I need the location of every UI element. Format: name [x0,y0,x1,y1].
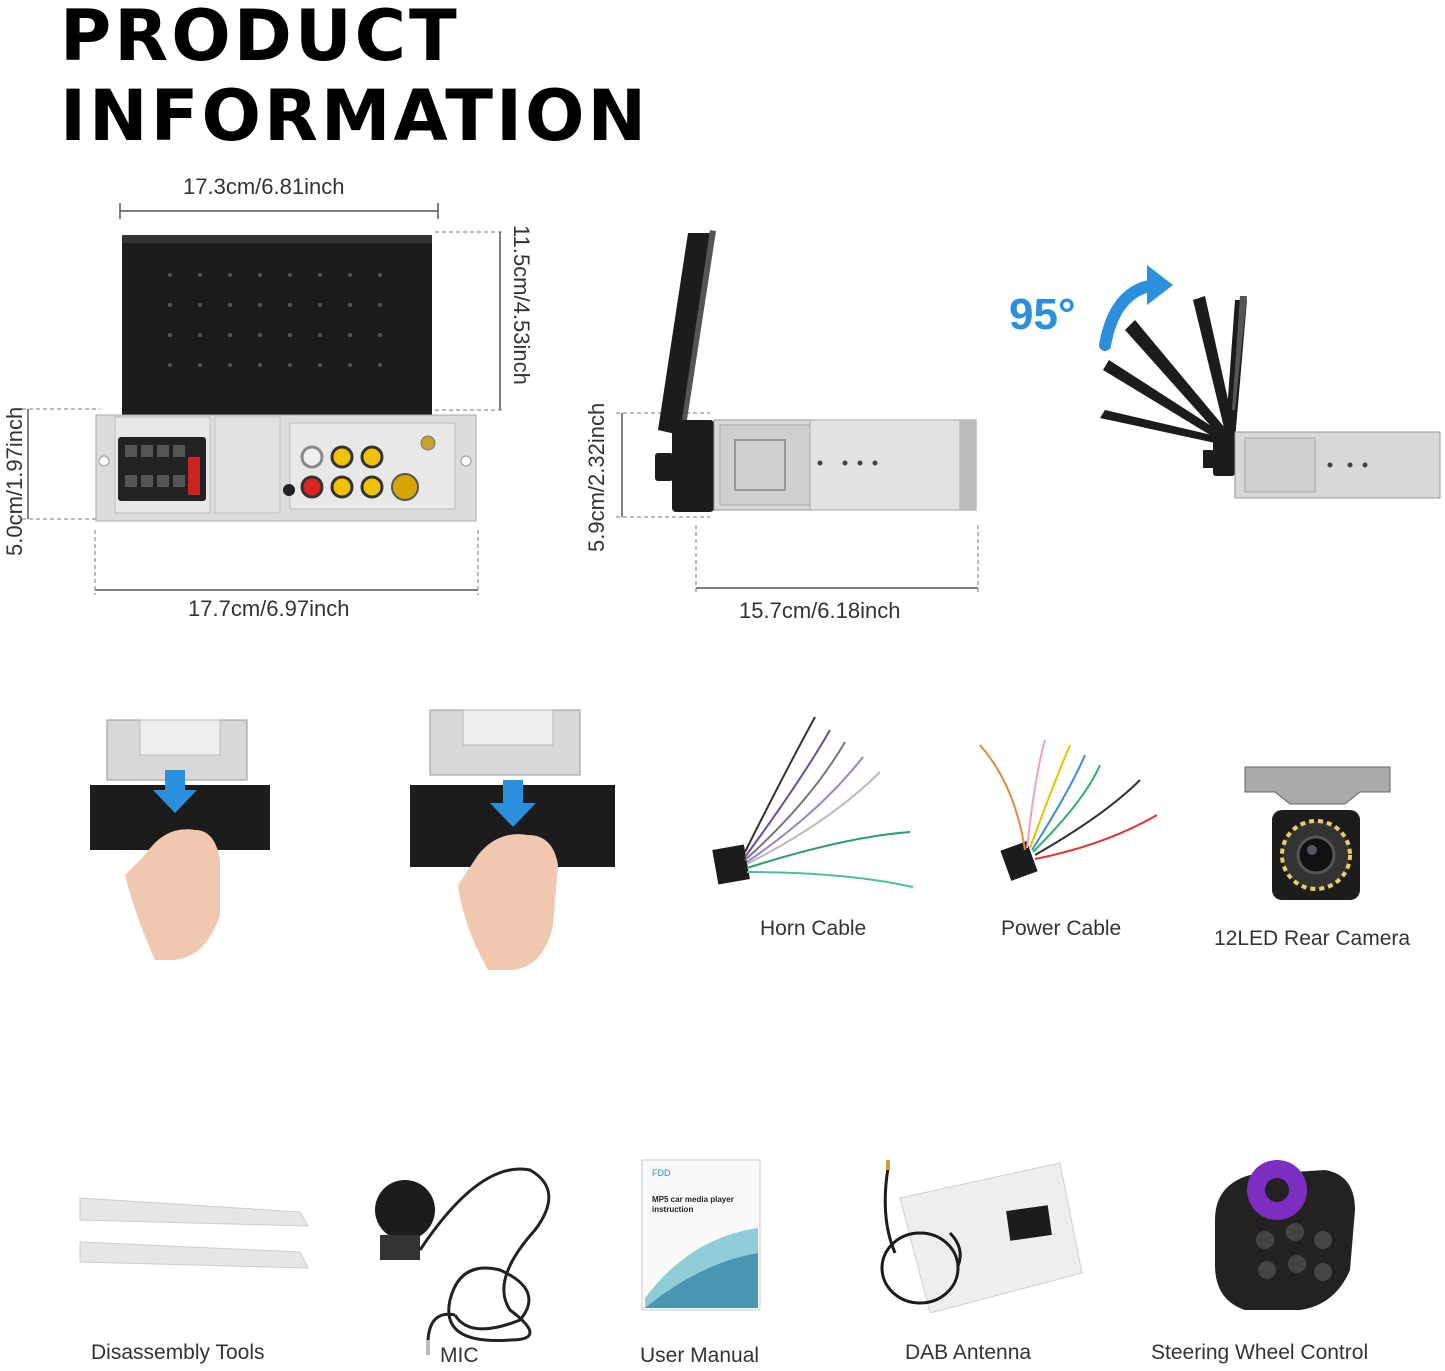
manual-brand: FDD [652,1168,671,1178]
manual-heading-line-2: instruction [652,1205,693,1214]
accessory-label-power-cable: Power Cable [1001,917,1122,940]
title-line-1: PRODUCT [60,0,460,77]
accessory-label-mic: MIC [440,1344,479,1367]
accessory-label-dab-antenna: DAB Antenna [905,1341,1032,1364]
disassembly-tools-icon [79,1197,309,1269]
front-view-illustration [22,203,505,595]
title-line-2: INFORMATION [60,75,650,157]
side-view-illustration [616,230,979,595]
rotation-illustration [1099,265,1441,499]
accessory-label-steering-wheel-control: Steering Wheel Control [1151,1341,1369,1364]
dab-antenna-icon [880,1160,1083,1314]
microphone-icon [375,1167,551,1355]
accessory-label-user-manual: User Manual [640,1344,760,1367]
page-title: PRODUCT INFORMATION [60,0,649,156]
user-manual-icon: FDD MP5 car media player instruction [641,1159,761,1311]
power-cable-icon [979,739,1158,881]
top-width-dimension: 17.3cm/6.81inch [183,174,345,199]
accessory-label-horn-cable: Horn Cable [760,917,867,940]
install-front-panel-illustration [90,719,270,960]
rotation-angle-label: 95° [1009,290,1076,339]
manual-heading-line-1: MP5 car media player [652,1195,734,1204]
accessory-label-rear-camera: 12LED Rear Camera [1214,927,1411,950]
horn-cable-icon [712,716,914,888]
install-back-panel-illustration [410,709,615,970]
bottom-width-dimension: 17.7cm/6.97inch [188,596,350,621]
steering-wheel-control-icon [1215,1160,1355,1310]
rear-camera-icon [1244,766,1391,900]
side-depth-dimension: 15.7cm/6.18inch [739,598,901,623]
accessory-label-disassembly-tools: Disassembly Tools [91,1341,265,1364]
